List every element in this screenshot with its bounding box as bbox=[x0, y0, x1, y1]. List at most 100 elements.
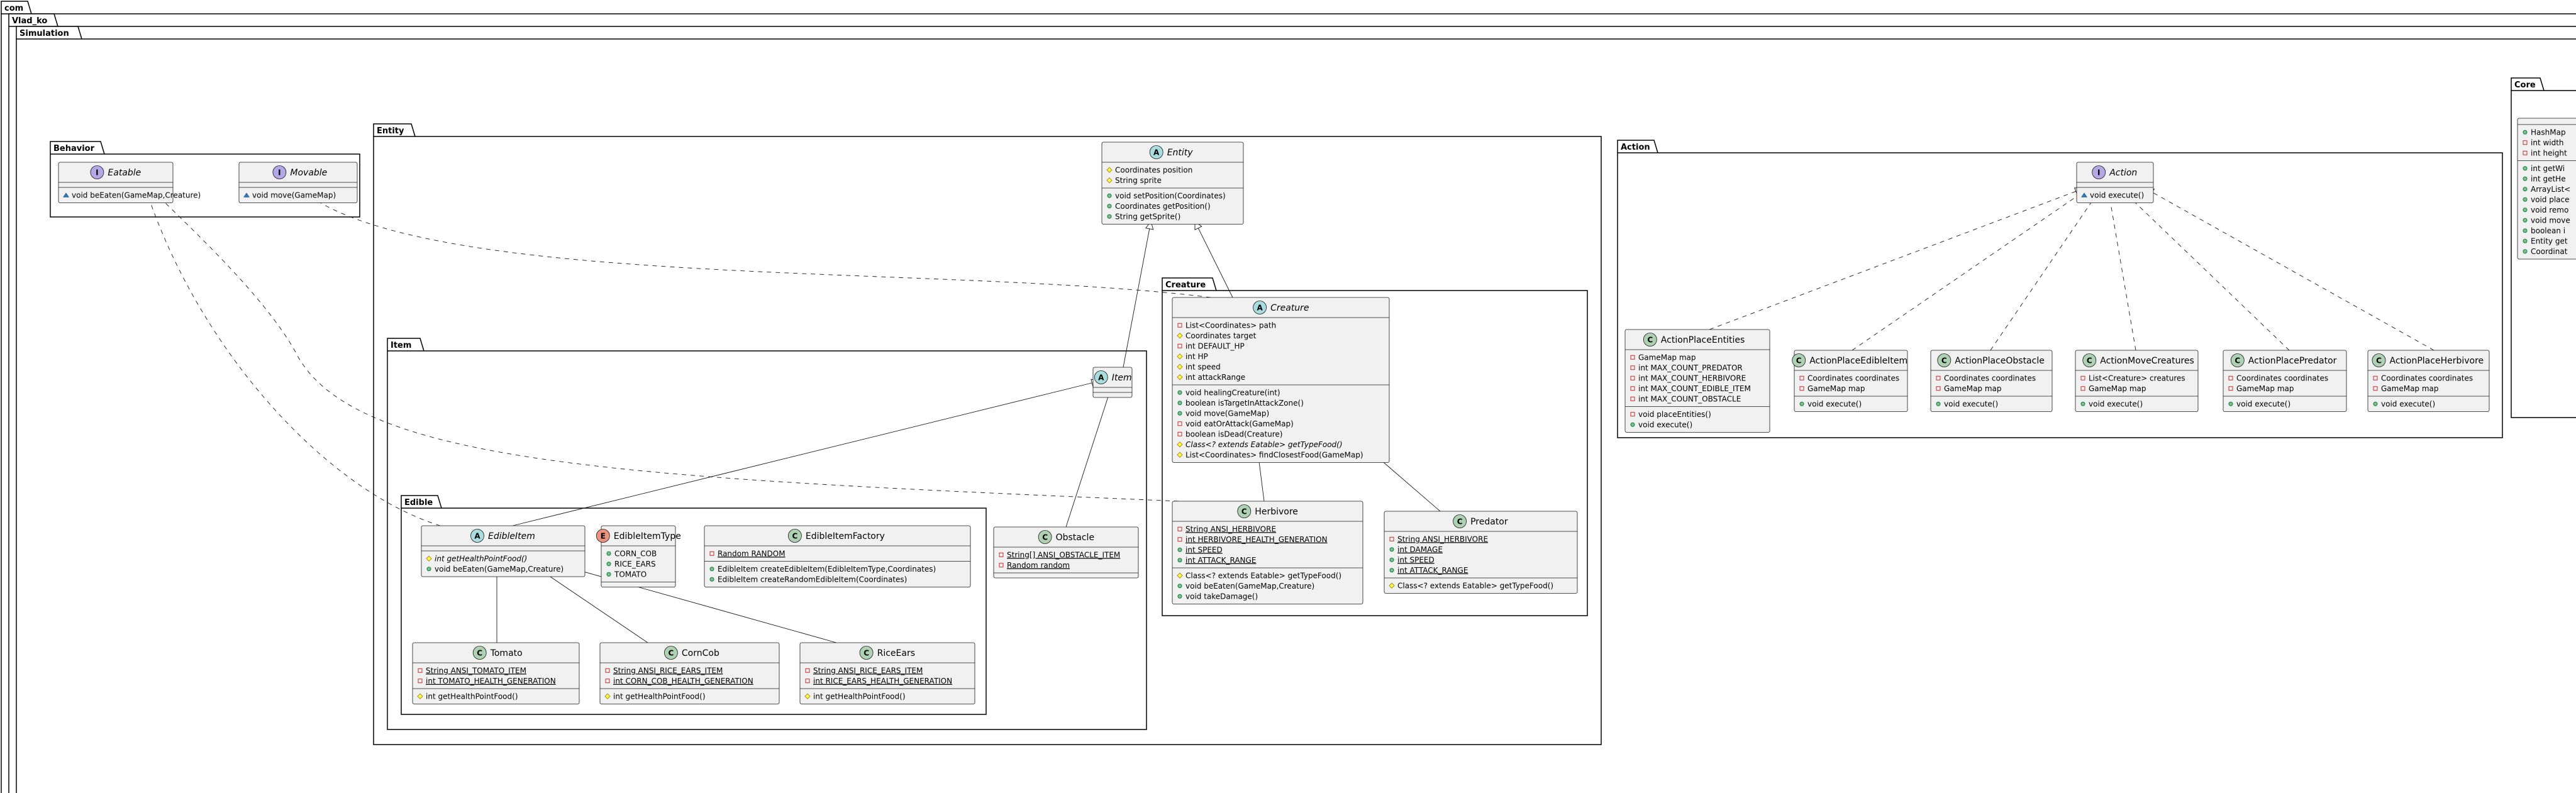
method-text: Class<? extends Eatable> getTypeFood() bbox=[1185, 440, 1343, 449]
package-name: Simulation bbox=[19, 29, 69, 38]
visibility-icon bbox=[417, 693, 423, 699]
class-name: ActionPlaceEntities bbox=[1661, 335, 1745, 345]
field-text: GameMap map bbox=[2236, 384, 2294, 393]
visibility-icon bbox=[1177, 572, 1183, 579]
abstract-icon: A bbox=[1149, 145, 1163, 159]
visibility-icon bbox=[2523, 218, 2528, 223]
field-text: GameMap map bbox=[2089, 384, 2146, 393]
field-text: int width bbox=[2531, 138, 2564, 147]
visibility-icon bbox=[1630, 365, 1635, 370]
field-text: Coordinates coordinates bbox=[2381, 374, 2473, 382]
package-name: Behavior bbox=[53, 144, 95, 153]
svg-text:C: C bbox=[1647, 336, 1653, 345]
field-text: String[] ANSI_OBSTACLE_ITEM bbox=[1007, 550, 1120, 559]
svg-text:E: E bbox=[601, 532, 606, 541]
field-text: Coordinates coordinates bbox=[1807, 374, 1899, 382]
method-text: String getSprite() bbox=[1115, 212, 1180, 221]
field-text: Random random bbox=[1007, 561, 1070, 570]
visibility-icon bbox=[1177, 411, 1182, 416]
svg-text:C: C bbox=[668, 649, 674, 658]
package-edible: Edible bbox=[401, 495, 987, 715]
visibility-icon bbox=[1107, 193, 1112, 198]
visibility-icon bbox=[605, 679, 610, 684]
class-name: Action bbox=[2109, 168, 2137, 178]
method-text: void execute() bbox=[2090, 191, 2144, 199]
relation-a-move-implements bbox=[2105, 188, 2136, 351]
method-text: void execute() bbox=[2089, 399, 2143, 408]
class-name: Item bbox=[1112, 373, 1132, 383]
svg-text:C: C bbox=[2376, 357, 2382, 365]
package-core: Core bbox=[2511, 77, 2576, 418]
visibility-icon bbox=[804, 693, 811, 699]
method-text: boolean isDead(Creature) bbox=[1185, 430, 1282, 438]
visibility-icon bbox=[999, 563, 1004, 568]
visibility-icon bbox=[1177, 558, 1182, 563]
field-text: int SPEED bbox=[1185, 545, 1223, 554]
visibility-icon bbox=[805, 668, 810, 673]
field-text: GameMap map bbox=[2381, 384, 2439, 393]
visibility-icon bbox=[1799, 375, 1804, 380]
field-text: GameMap map bbox=[1944, 384, 2002, 393]
visibility-icon bbox=[2523, 187, 2528, 192]
visibility-icon bbox=[426, 567, 431, 572]
visibility-icon bbox=[605, 668, 610, 673]
method-text: void move bbox=[2531, 216, 2570, 225]
visibility-icon bbox=[2523, 208, 2528, 213]
interface-icon: I bbox=[90, 165, 104, 179]
visibility-icon bbox=[1177, 323, 1182, 328]
visibility-icon bbox=[1177, 584, 1182, 589]
class-box bbox=[1172, 501, 1363, 604]
method-text: void remo bbox=[2531, 206, 2568, 214]
package-name: Entity bbox=[377, 126, 404, 136]
class-icon: C bbox=[788, 529, 802, 543]
visibility-icon bbox=[2523, 238, 2528, 243]
visibility-icon bbox=[1177, 452, 1183, 458]
visibility-icon bbox=[1630, 396, 1635, 401]
class-box bbox=[2517, 118, 2576, 260]
field-text: String ANSI_HERBIVORE bbox=[1185, 524, 1276, 533]
class-icon: C bbox=[859, 646, 874, 660]
field-text: GameMap map bbox=[1807, 384, 1865, 393]
class-name: ActionPlaceObstacle bbox=[1955, 356, 2045, 366]
method-text: ArrayList< bbox=[2531, 185, 2570, 194]
enum-icon: E bbox=[596, 529, 610, 543]
relation-herbivore-implements bbox=[149, 187, 1179, 502]
field-text: List<Creature> creatures bbox=[2089, 374, 2185, 382]
visibility-icon bbox=[1630, 386, 1635, 391]
field-text: String ANSI_TOMATO_ITEM bbox=[426, 666, 526, 675]
class-name: Tomato bbox=[490, 648, 523, 658]
svg-text:A: A bbox=[474, 532, 480, 541]
method-text: void placeEntities() bbox=[1638, 410, 1711, 419]
field-text: Coordinates coordinates bbox=[2236, 374, 2328, 382]
interface-icon: I bbox=[2092, 165, 2106, 179]
class-name: RiceEars bbox=[877, 648, 915, 658]
visibility-icon bbox=[1630, 375, 1635, 380]
visibility-icon bbox=[2228, 386, 2233, 391]
visibility-icon bbox=[1177, 431, 1182, 436]
method-text: Entity get bbox=[2531, 236, 2568, 245]
visibility-icon bbox=[1936, 375, 1941, 380]
field-text: CORN_COB bbox=[614, 549, 657, 558]
